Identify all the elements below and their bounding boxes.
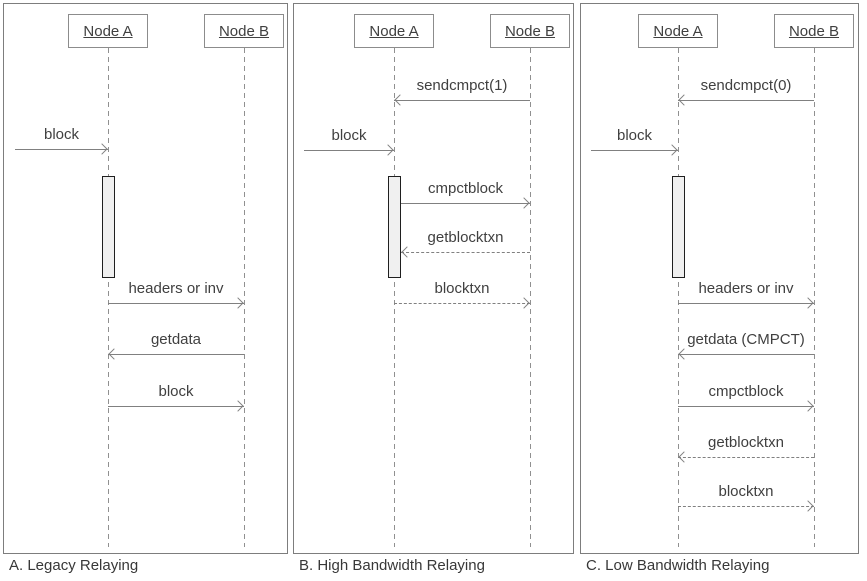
message-getblocktxn-line [401, 252, 530, 253]
node-a-box: Node A [354, 14, 434, 48]
node-b-lifeline [813, 48, 815, 547]
message-getdata-cmpct-arrowhead-icon [678, 348, 690, 360]
node-b-label: Node B [504, 22, 556, 40]
message-block-line [591, 150, 678, 151]
message-block-arrowhead-icon [382, 144, 394, 156]
message-cmpctblock-label: cmpctblock [708, 383, 784, 400]
message-block-arrowhead-icon [666, 144, 678, 156]
message-block-line [15, 149, 108, 150]
node-b-label: Node B [218, 22, 270, 40]
node-b-box: Node B [204, 14, 284, 48]
message-cmpctblock-label: cmpctblock [427, 180, 504, 197]
message-headers-or-inv-line [108, 303, 244, 304]
message-sendcmpct-0-label: sendcmpct(0) [700, 77, 792, 94]
node-a-box: Node A [68, 14, 148, 48]
message-blocktxn-line [394, 303, 530, 304]
node-b-box: Node B [490, 14, 570, 48]
message-blocktxn-label: blocktxn [434, 280, 490, 297]
message-headers-or-inv-label: headers or inv [698, 280, 794, 297]
caption-high-bandwidth-relaying: B. High Bandwidth Relaying [299, 557, 485, 574]
message-sendcmpct-0-arrowhead-icon [678, 94, 690, 106]
node-a-lifeline [393, 48, 395, 547]
message-sendcmpct-1-line [394, 100, 530, 101]
message-block-label: block [331, 127, 367, 144]
message-headers-or-inv-line [678, 303, 814, 304]
message-block-arrowhead-icon [96, 143, 108, 155]
node-a-lifeline [107, 48, 109, 547]
panel-low-bandwidth-relaying: Node A Node B sendcmpct(0) block headers or … [580, 3, 859, 554]
message-blocktxn-line [678, 506, 814, 507]
message-getdata-arrowhead-icon [108, 348, 120, 360]
panel-legacy-relaying: Node A Node B block headers or inv getdata bl… [3, 3, 288, 554]
message-getblocktxn-label: getblocktxn [708, 434, 784, 451]
message-getdata-cmpct-line [678, 354, 814, 355]
message-cmpctblock-arrowhead-icon [518, 197, 530, 209]
node-a-lifeline [677, 48, 679, 547]
node-b-lifeline [529, 48, 531, 547]
node-a-label: Node A [653, 22, 703, 40]
node-a-label: Node A [369, 22, 419, 40]
message-getdata-line [108, 354, 244, 355]
message-getblocktxn-line [678, 457, 814, 458]
message-getblocktxn-arrowhead-icon [401, 246, 413, 258]
message-headers-or-inv-arrowhead-icon [232, 297, 244, 309]
caption-legacy-relaying: A. Legacy Relaying [9, 557, 139, 574]
message-block-arrowhead-icon [232, 400, 244, 412]
message-block-line [304, 150, 394, 151]
node-b-label: Node B [788, 22, 840, 40]
message-block-line [108, 406, 244, 407]
message-getblocktxn-label: getblocktxn [427, 229, 504, 246]
message-headers-or-inv-label: headers or inv [128, 280, 224, 297]
node-a-box: Node A [638, 14, 718, 48]
message-sendcmpct-1-label: sendcmpct(1) [416, 77, 508, 94]
message-block-label: block [616, 127, 653, 144]
activation-bar-node-a [101, 176, 115, 278]
message-cmpctblock-arrowhead-icon [802, 400, 814, 412]
message-sendcmpct-1-arrowhead-icon [394, 94, 406, 106]
activation-bar-node-a [671, 176, 685, 278]
node-a-label: Node A [83, 22, 133, 40]
activation-bar-node-a [387, 176, 401, 278]
message-block-label: block [43, 126, 80, 143]
caption-low-bandwidth-relaying: C. Low Bandwidth Relaying [586, 557, 770, 574]
node-b-lifeline [243, 48, 245, 547]
message-blocktxn-label: blocktxn [718, 483, 774, 500]
message-headers-or-inv-arrowhead-icon [802, 297, 814, 309]
node-b-box: Node B [774, 14, 854, 48]
message-blocktxn-arrowhead-icon [802, 500, 814, 512]
message-getdata-cmpct-label: getdata (CMPCT) [687, 331, 805, 348]
panel-high-bandwidth-relaying: Node A Node B sendcmpct(1) block cmpctblock g… [293, 3, 574, 554]
message-blocktxn-arrowhead-icon [518, 297, 530, 309]
message-sendcmpct-0-line [678, 100, 814, 101]
message-cmpctblock-line [401, 203, 530, 204]
message-getblocktxn-arrowhead-icon [678, 451, 690, 463]
message-getdata-label: getdata [150, 331, 202, 348]
message-block-label: block [158, 383, 194, 400]
message-cmpctblock-line [678, 406, 814, 407]
